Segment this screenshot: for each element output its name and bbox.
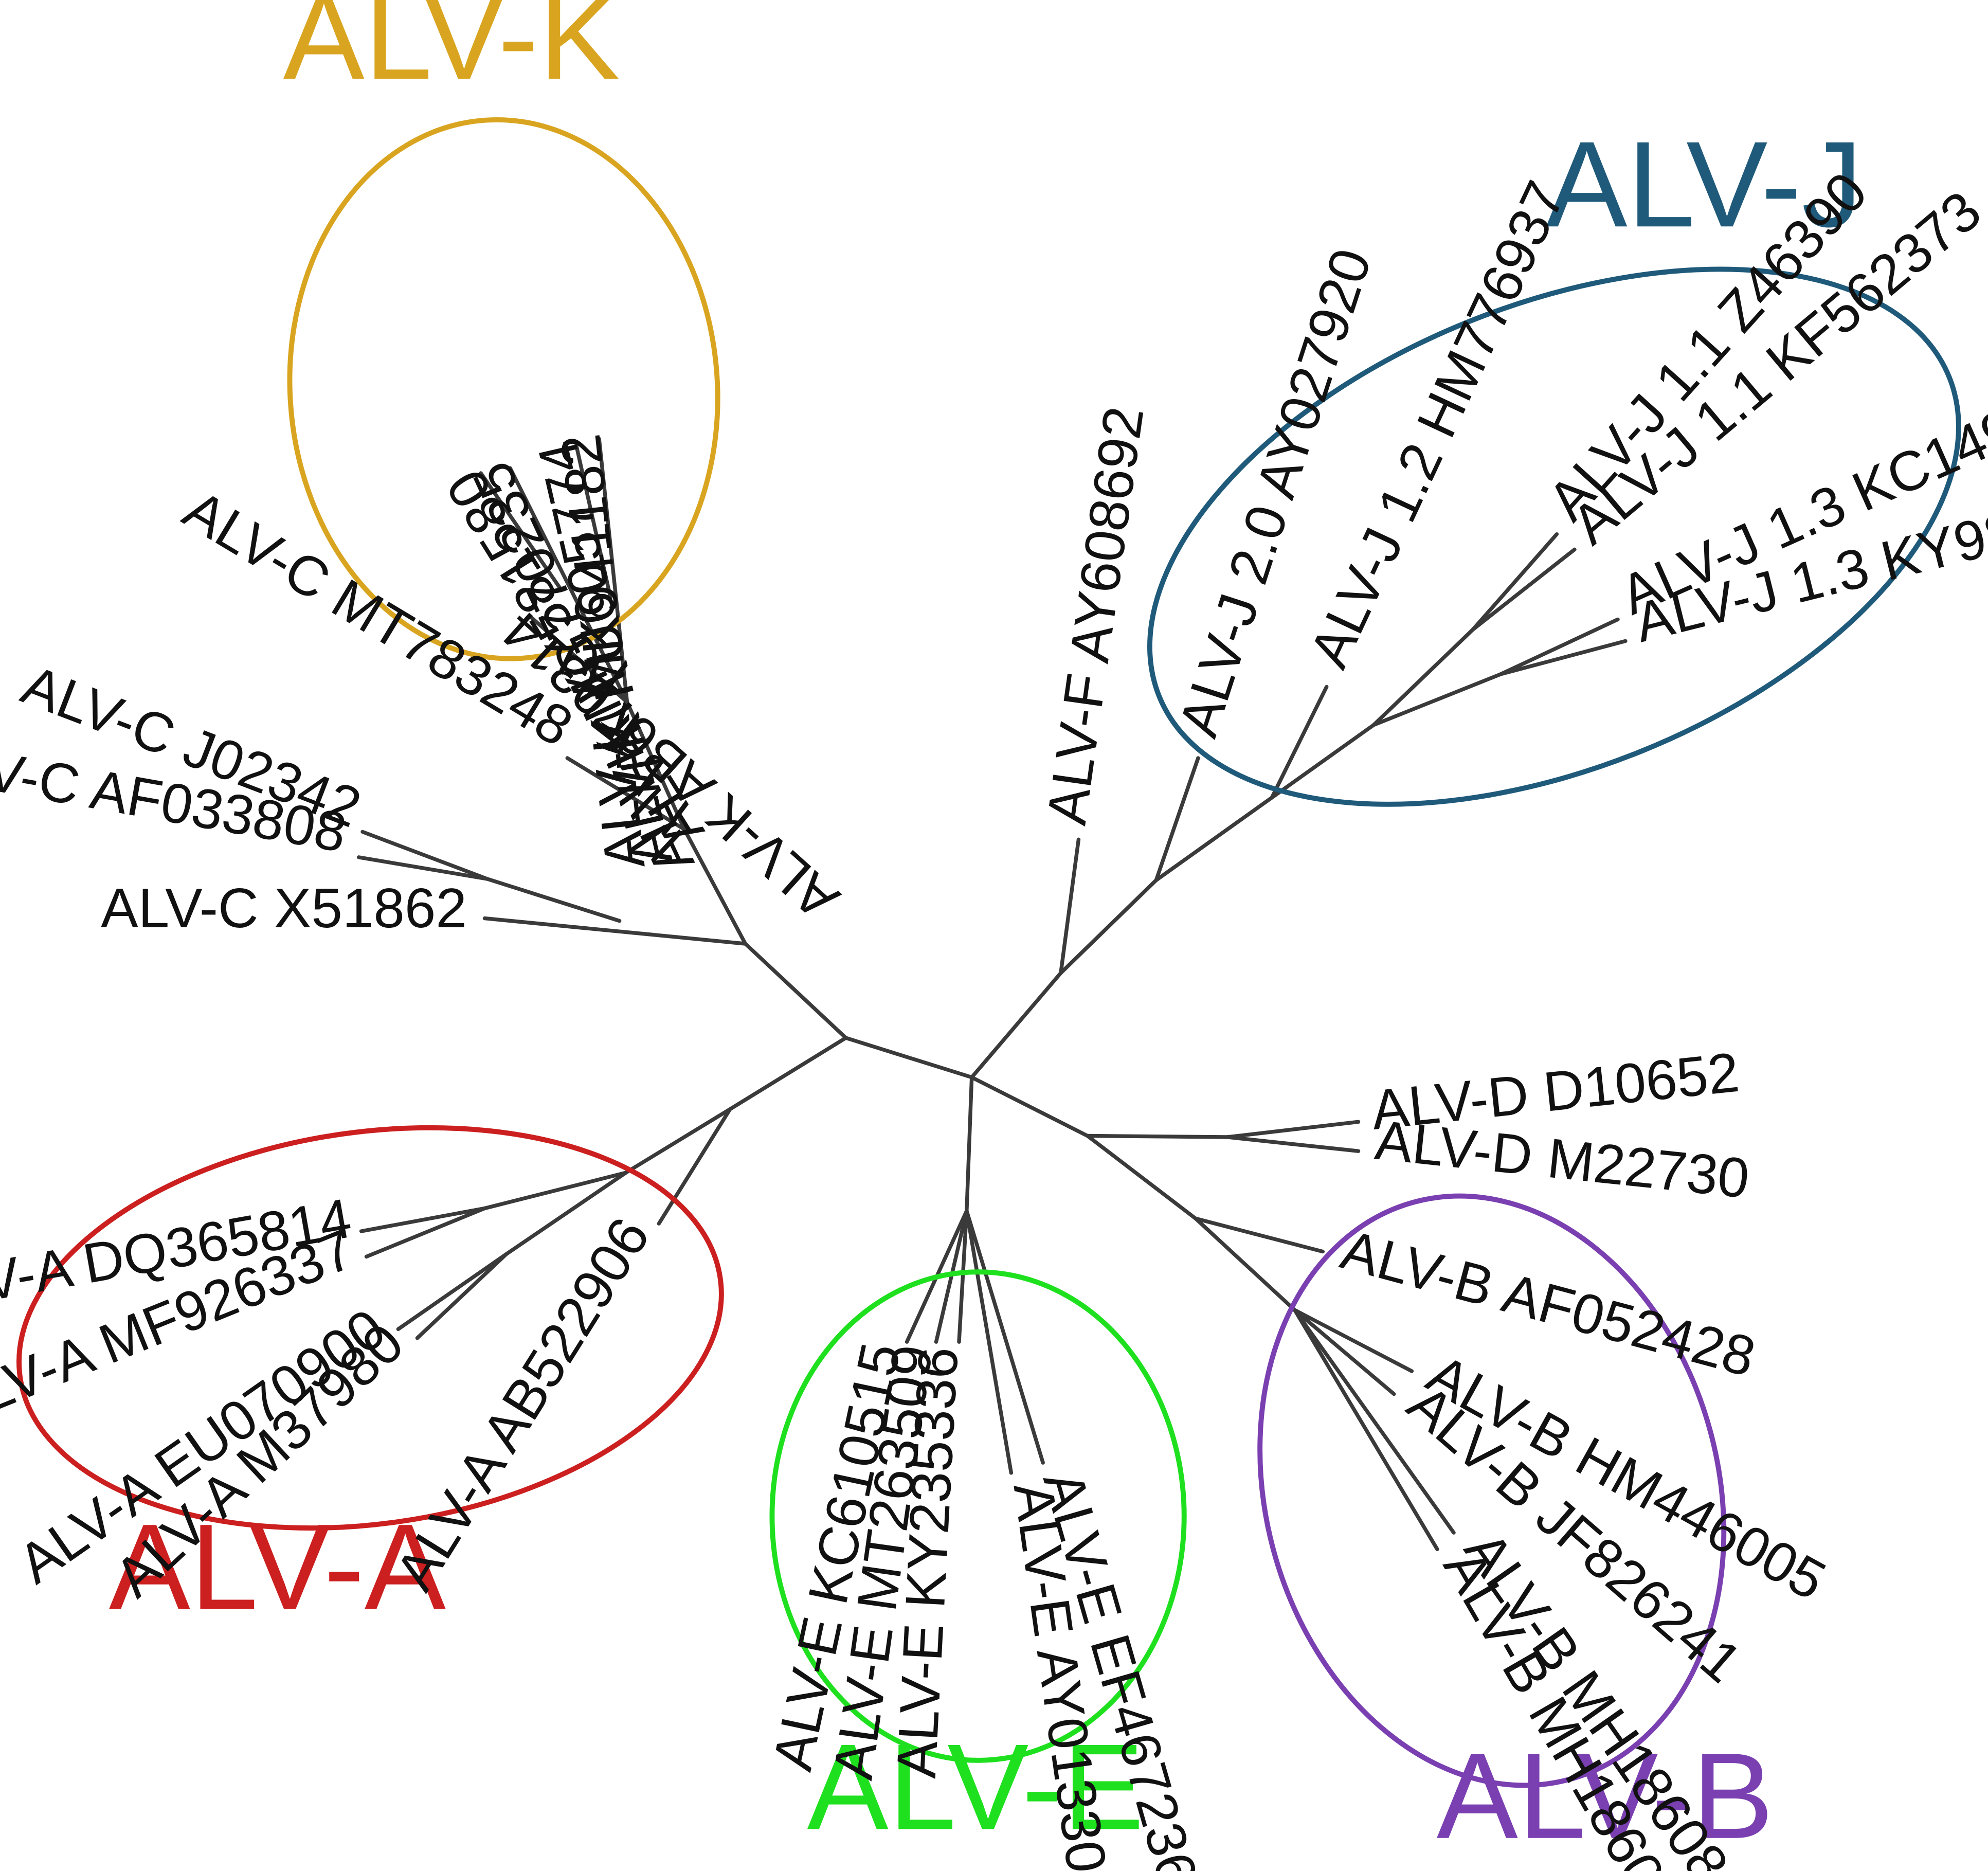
branch-e-ef467236	[965, 1209, 1045, 1465]
leaf-label: ALV-F AY608692	[1035, 403, 1156, 829]
branch-b-mh186093	[1293, 1308, 1439, 1552]
branch-j-kc149971	[1498, 617, 1620, 676]
branch-b-jf826241	[1293, 1308, 1396, 1396]
leaf-label: ALV-D M22730	[1372, 1109, 1752, 1211]
branch-k-ky581580	[479, 471, 562, 590]
branch-n1-n13	[965, 1075, 974, 1213]
clade-e-ellipse	[769, 1269, 1187, 1763]
branch-c-x51862	[482, 916, 748, 946]
branch-c-mt783248	[565, 756, 686, 832]
branch-root-n14	[728, 1036, 848, 1111]
branch-n7-n8	[1371, 627, 1475, 727]
branch-a-mf926337	[364, 1206, 487, 1259]
branch-a-eu070900	[396, 1252, 509, 1332]
leaf-label: ALV-K AB670314	[491, 599, 851, 932]
branch-b-af052428	[1194, 1216, 1325, 1254]
leaf-label: ALV-C X51862	[101, 877, 467, 940]
branch-n1-n2	[743, 942, 848, 1040]
branch-k-mg770235	[508, 466, 629, 704]
branch-j-ky980660	[1498, 639, 1628, 676]
branch-j-kf562373	[1471, 547, 1577, 632]
branch-j-hm776937	[1270, 685, 1329, 800]
branch-a-m37980	[415, 1252, 509, 1340]
branch-b-mh186088	[1293, 1308, 1456, 1535]
branch-k-ku605774	[574, 443, 613, 600]
branch-e-ay013303	[965, 1209, 1014, 1475]
branch-k-ab670314	[527, 614, 629, 704]
branch-d-m22730	[1225, 1135, 1361, 1153]
branch-n15-n16	[482, 1171, 628, 1211]
branch-n3-n4	[625, 700, 686, 832]
branch-root-n1	[844, 1036, 974, 1080]
branch-f-ay608692	[1059, 837, 1081, 975]
branch-d-d10652	[1225, 1120, 1361, 1139]
clade-title-b: ALV-B	[1437, 1728, 1774, 1864]
branch-n1-n5	[970, 971, 1063, 1080]
branch-n14-n15	[624, 1107, 732, 1175]
branch-c-cl	[485, 877, 622, 923]
branch-a-dq365814	[359, 1206, 487, 1233]
branch-n6-n7	[1154, 723, 1376, 883]
clade-j-ellipse	[1147, 266, 1961, 807]
tree-branches	[356, 437, 1628, 1552]
branch-n7-n9	[1371, 672, 1503, 727]
branch-a-ab522906	[657, 1107, 732, 1226]
clade-a-ellipse	[16, 1125, 724, 1531]
branch-k-mk941182	[597, 437, 629, 704]
branch-j-z46390	[1471, 532, 1559, 632]
branch-e-ky235336	[957, 1209, 969, 1344]
clade-ellipses	[16, 117, 1961, 1788]
branch-c-j02342	[360, 830, 490, 881]
branch-n15-n17	[504, 1171, 628, 1256]
clade-titles: ALV-K ALV-J ALV-A ALV-E ALV-B	[109, 0, 1863, 1864]
clade-b-ellipse	[1257, 1193, 1727, 1788]
clade-title-j: ALV-J	[1546, 116, 1863, 253]
branch-n2-n3	[682, 827, 748, 946]
leaf-label: ALV-A AB522906	[383, 1207, 662, 1601]
branch-n10-n11	[1086, 1134, 1198, 1220]
branch-c-af033808	[356, 855, 490, 881]
branch-d-stem	[1086, 1134, 1230, 1139]
clade-k-ellipse	[287, 117, 720, 661]
branch-j-ay027920	[1154, 756, 1200, 883]
branch-n5-n6	[1059, 878, 1159, 975]
clade-title-e: ALV-E	[807, 1719, 1144, 1855]
clade-title-a: ALV-A	[109, 1499, 446, 1635]
branch-n1-n10	[970, 1075, 1090, 1138]
branch-n11-n12	[1194, 1216, 1297, 1312]
clade-title-k: ALV-K	[283, 0, 620, 105]
branch-b-hm446005	[1293, 1308, 1414, 1373]
